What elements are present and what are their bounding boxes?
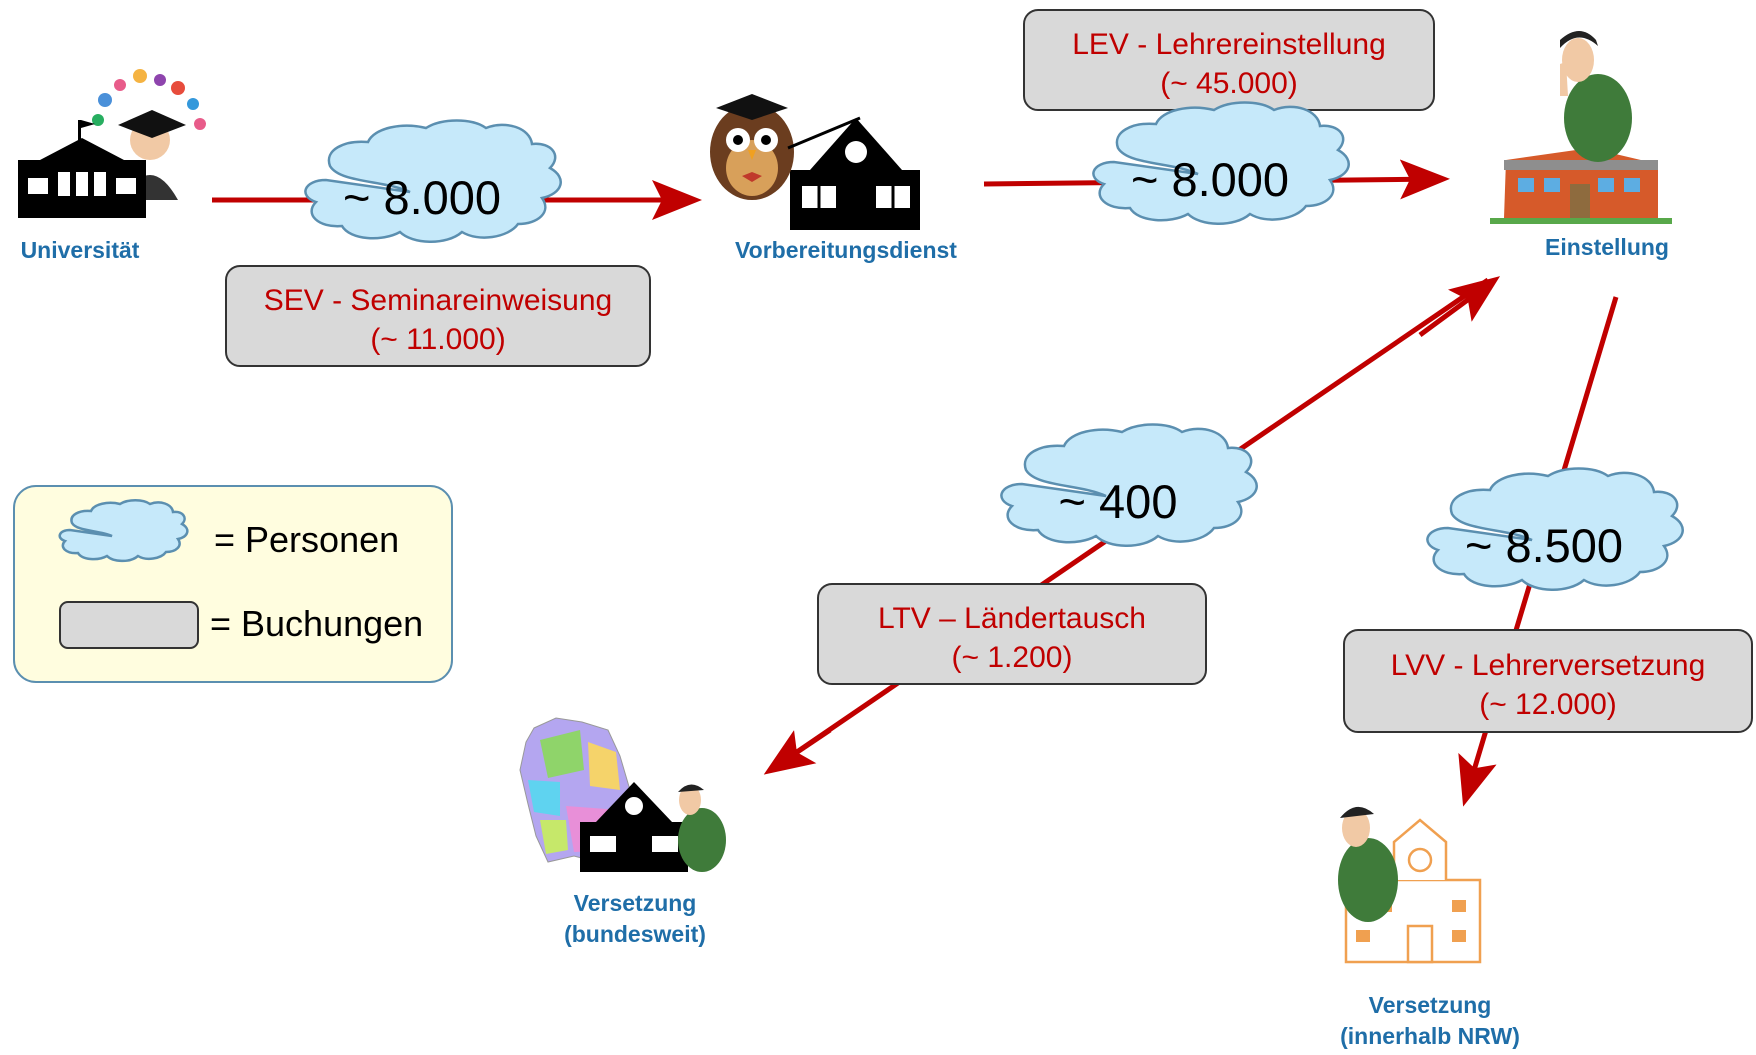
booking-count-sev: (~ 11.000) <box>370 323 505 356</box>
node-label-universitaet: Universität <box>21 237 140 263</box>
booking-count-lev: (~ 45.000) <box>1160 67 1298 100</box>
legend-bookings-label: = Buchungen <box>210 603 423 644</box>
booking-count-ltv: (~ 1.200) <box>952 641 1073 674</box>
node-label-einstellung: Einstellung <box>1545 234 1669 260</box>
booking-box-ltv: LTV – Ländertausch (~ 1.200) <box>817 583 1207 685</box>
persons-count-lvv: ~ 8.500 <box>1465 519 1623 572</box>
node-label-versetzung-bund-line1: Versetzung <box>574 890 697 916</box>
persons-count-sev: ~ 8.000 <box>343 171 501 224</box>
booking-count-lvv: (~ 12.000) <box>1479 688 1617 721</box>
university-graduate-icon <box>18 69 206 218</box>
persons-count-ltv: ~ 400 <box>1059 475 1178 528</box>
legend: = Personen = Buchungen <box>13 485 453 683</box>
booking-label-ltv: LTV – Ländertausch <box>878 602 1146 635</box>
owl-teacher-school-icon <box>710 94 920 230</box>
legend-box-swatch <box>59 601 199 649</box>
arrow-head-to-bund <box>763 727 832 775</box>
node-label-vorbereitungsdienst: Vorbereitungsdienst <box>735 237 957 263</box>
node-label-versetzung-bund-line2: (bundesweit) <box>564 921 706 947</box>
booking-label-lev: LEV - Lehrereinstellung <box>1072 28 1386 61</box>
teacher-school-sketch-icon <box>1338 806 1482 964</box>
arrow-head-to-einstellung <box>1418 276 1501 338</box>
node-label-versetzung-nrw-line1: Versetzung <box>1369 992 1492 1018</box>
booking-box-lvv: LVV - Lehrerversetzung (~ 12.000) <box>1343 629 1753 733</box>
booking-box-sev: SEV - Seminareinweisung (~ 11.000) <box>225 265 651 367</box>
booking-box-lev: LEV - Lehrereinstellung (~ 45.000) <box>1023 9 1435 111</box>
persons-count-lev: ~ 8.000 <box>1131 153 1289 206</box>
teacher-school-icon <box>1490 31 1672 224</box>
legend-persons-label: = Personen <box>214 519 399 560</box>
germany-map-school-icon <box>519 717 726 872</box>
booking-label-lvv: LVV - Lehrerversetzung <box>1391 649 1706 682</box>
booking-label-sev: SEV - Seminareinweisung <box>264 284 613 317</box>
node-label-versetzung-nrw-line2: (innerhalb NRW) <box>1340 1023 1520 1049</box>
